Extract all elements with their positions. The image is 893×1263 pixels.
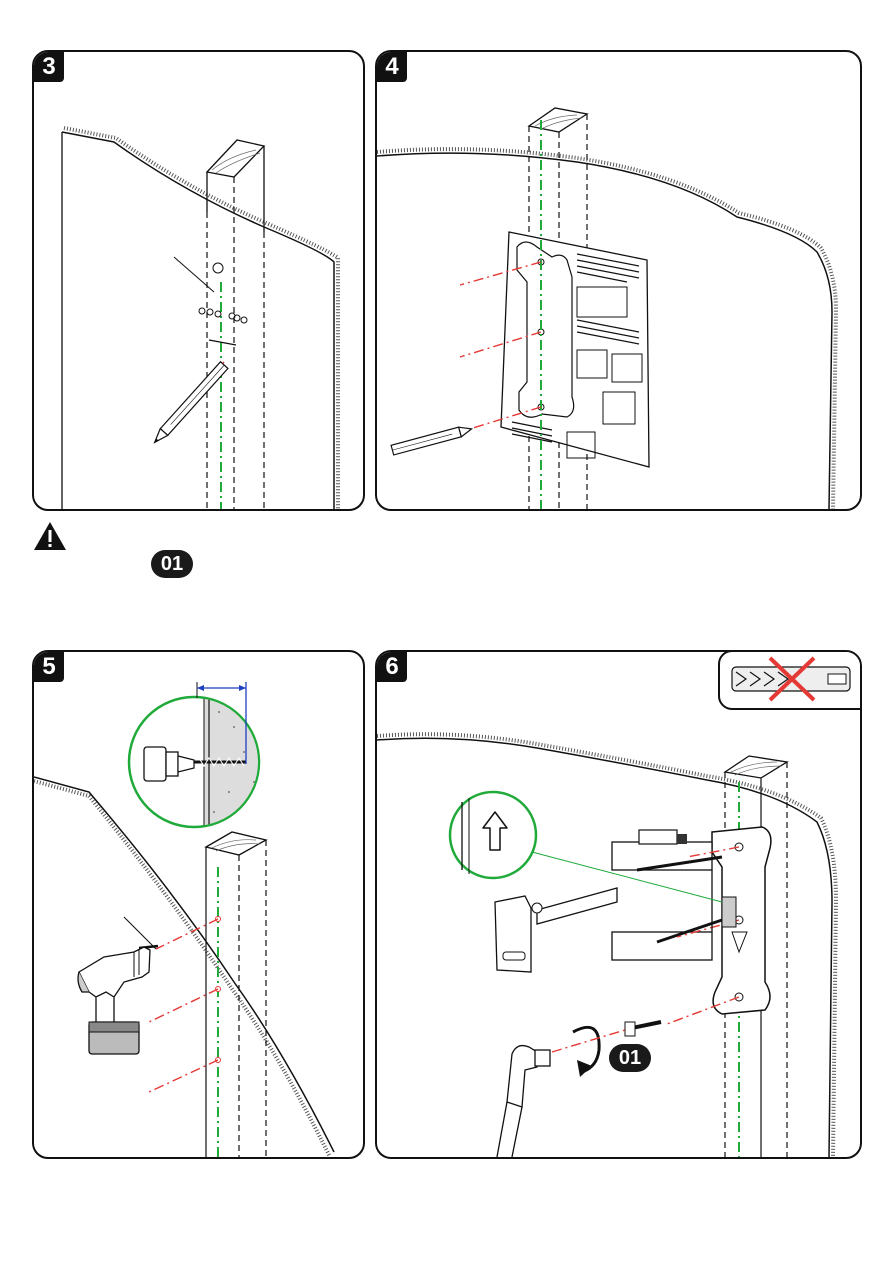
step-6-panel: 6 (375, 650, 862, 1159)
no-anchor-inset (718, 650, 862, 710)
part-01-badge-step6: 01 (609, 1044, 651, 1072)
step-6-illustration (377, 652, 860, 1157)
step-5-illustration (34, 652, 363, 1157)
step-4-panel: 4 (375, 50, 862, 511)
step-3-panel: 3 (32, 50, 365, 511)
no-wall-anchor-icon (720, 652, 862, 708)
step-3-illustration (34, 52, 363, 509)
part-01-badge: 01 (151, 550, 193, 578)
step-5-panel: 5 (32, 650, 365, 1159)
step-4-illustration (377, 52, 860, 509)
warning-triangle-icon (32, 520, 68, 552)
